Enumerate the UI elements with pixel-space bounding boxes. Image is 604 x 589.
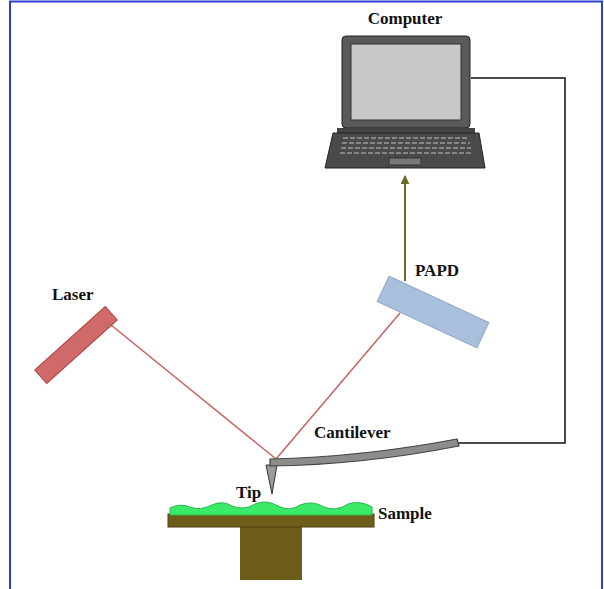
laser-body bbox=[35, 307, 118, 384]
part-label: PAPD bbox=[415, 262, 459, 281]
photodetector-body bbox=[377, 276, 489, 348]
part-label: Cantilever bbox=[314, 424, 390, 443]
tip-label: Tip bbox=[236, 484, 261, 503]
computer-node: Computer bbox=[325, 8, 485, 176]
cantilever-beam bbox=[270, 439, 459, 466]
laptop-hinge bbox=[337, 128, 475, 133]
part-label: Laser bbox=[52, 286, 94, 305]
laptop-key-row bbox=[341, 147, 471, 149]
sample-pedestal bbox=[240, 527, 302, 580]
node-shape bbox=[325, 8, 485, 176]
laptop-key-row bbox=[343, 137, 469, 139]
frame-border bbox=[10, 2, 602, 589]
reflected-beam bbox=[276, 313, 400, 459]
laptop-touchpad bbox=[389, 158, 421, 165]
laptop-screen bbox=[351, 44, 461, 120]
laser-beam bbox=[111, 325, 276, 459]
laptop-base bbox=[325, 133, 485, 168]
cantilever-node: Cantilever bbox=[262, 424, 462, 476]
sample-layer bbox=[170, 502, 372, 515]
part-label: Computer bbox=[368, 10, 443, 29]
laptop-key-row bbox=[342, 142, 470, 144]
signal-arrow bbox=[404, 176, 406, 281]
laser-node: Laser bbox=[25, 282, 125, 390]
sample-label: Sample bbox=[378, 505, 432, 524]
laptop-screen-frame bbox=[342, 36, 470, 128]
sample-base bbox=[168, 514, 374, 527]
detector-node: PAPD bbox=[372, 258, 494, 340]
probe-tip bbox=[266, 465, 277, 494]
laptop-key-row bbox=[340, 152, 472, 154]
